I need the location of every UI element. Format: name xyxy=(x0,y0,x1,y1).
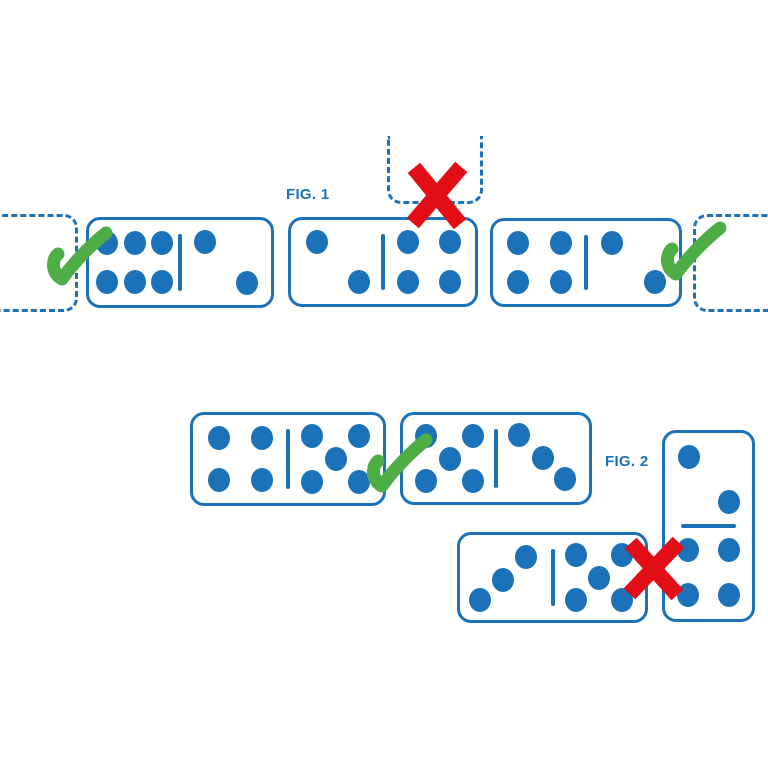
pip xyxy=(194,230,217,255)
pip xyxy=(396,270,419,295)
domino-divider xyxy=(681,524,736,528)
pip xyxy=(236,270,259,295)
pip xyxy=(438,446,461,471)
domino-half xyxy=(460,535,553,620)
pip xyxy=(507,270,530,295)
domino-4-2 xyxy=(490,218,682,307)
pip xyxy=(508,423,531,447)
pip xyxy=(305,229,328,254)
pip xyxy=(718,489,741,514)
fig1-label: FIG. 1 xyxy=(286,186,330,203)
domino-half xyxy=(403,415,496,502)
pip xyxy=(461,423,484,448)
fig2-label: FIG. 2 xyxy=(605,453,649,470)
domino-4-5 xyxy=(190,412,386,506)
pip xyxy=(348,270,371,295)
pip xyxy=(123,230,146,255)
cross-icon xyxy=(406,161,468,230)
domino-5-3 xyxy=(400,412,592,505)
domino-half xyxy=(383,220,475,304)
pip xyxy=(610,587,633,612)
pip xyxy=(300,424,323,449)
domino-half xyxy=(665,526,752,619)
pip xyxy=(553,467,576,492)
domino-half xyxy=(665,433,752,526)
pip xyxy=(415,469,438,494)
pip xyxy=(251,468,274,493)
domino-divider xyxy=(178,234,182,291)
domino-divider xyxy=(286,429,290,489)
pip xyxy=(531,445,554,470)
domino-half xyxy=(291,220,383,304)
domino-2-4 xyxy=(288,217,478,307)
pip xyxy=(717,538,740,563)
checkmark-icon xyxy=(367,433,433,493)
pip xyxy=(514,545,537,570)
domino-half xyxy=(496,415,589,502)
domino-6-2 xyxy=(86,217,274,308)
pip xyxy=(207,468,230,493)
pip xyxy=(601,230,624,255)
domino-half xyxy=(586,221,679,304)
pip xyxy=(150,230,173,255)
pip xyxy=(643,270,666,295)
pip xyxy=(439,270,462,295)
pip xyxy=(96,270,119,295)
pip xyxy=(678,445,701,470)
pip xyxy=(348,424,371,449)
pip xyxy=(123,270,146,295)
pip xyxy=(507,230,530,255)
pip xyxy=(677,538,700,563)
pip xyxy=(564,543,587,568)
pip xyxy=(439,229,462,254)
pip xyxy=(677,582,700,607)
pip xyxy=(469,587,492,612)
domino-half xyxy=(89,220,180,305)
pip xyxy=(207,425,230,450)
pip xyxy=(396,229,419,254)
pip xyxy=(348,469,371,494)
pip xyxy=(549,230,572,255)
domino-half xyxy=(193,415,288,503)
pip xyxy=(587,565,610,590)
placeholder-slot-right xyxy=(693,214,768,312)
pip xyxy=(717,582,740,607)
domino-half xyxy=(553,535,646,620)
pip xyxy=(564,587,587,612)
domino-divider xyxy=(584,235,588,290)
domino-divider xyxy=(550,549,555,606)
domino-half xyxy=(288,415,383,503)
cross-icon xyxy=(624,536,684,601)
pip xyxy=(300,469,323,494)
pip xyxy=(461,469,484,494)
checkmark-icon xyxy=(661,221,727,281)
domino-divider xyxy=(494,429,498,488)
pip xyxy=(150,270,173,295)
pip xyxy=(492,568,515,593)
pip xyxy=(251,425,274,450)
domino-half xyxy=(180,220,271,305)
pip xyxy=(324,447,347,471)
domino-half xyxy=(493,221,586,304)
domino-3-5 xyxy=(457,532,648,623)
domino-divider xyxy=(381,234,385,290)
pip xyxy=(549,270,572,295)
checkmark-icon xyxy=(47,226,113,286)
